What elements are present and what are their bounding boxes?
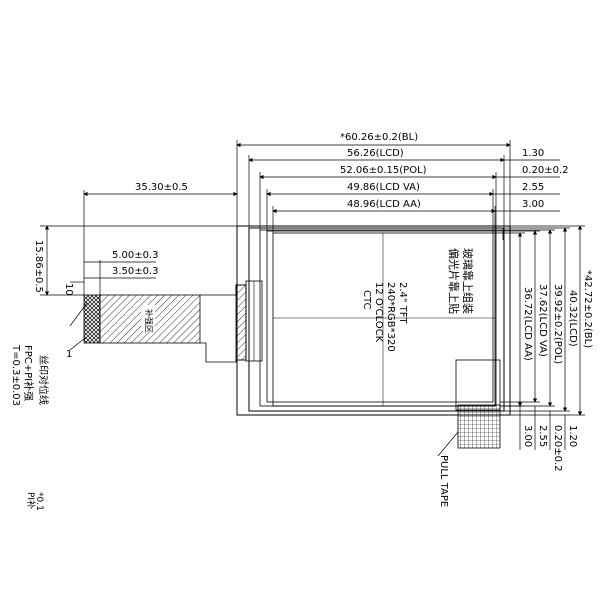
lcd-aa-outline [272,232,496,407]
dim-fpc-end: 10 [63,283,74,296]
dim-va-width: 49.86(LCD VA) [347,182,420,193]
dim-lcd-height: 40.32(LCD) [567,290,578,347]
edge-text-2: PI补 [25,492,37,509]
spec-line-4: CTC [361,290,372,310]
lcd-va-outline [266,230,494,403]
dim-pol-height: 39.92±0.2(POL) [552,284,563,364]
lcd-outline [248,227,505,412]
silk-marker-note: 丝印对位线 [37,355,50,405]
dimension-text-rotated: 15.86±0.5 10 *42.72±0.2(BL) 40.32(LCD) 3… [33,240,593,472]
dim-offset-2: 0.20±0.2 [522,165,569,176]
dim-offset-3: 2.55 [522,182,544,193]
dim-pol-width: 52.06±0.15(POL) [340,165,427,176]
dim-fpc-w1: 5.00±0.3 [112,250,159,261]
dim-va-height: 37.62(LCD VA) [537,284,548,357]
dim-bl-height: *42.72±0.2(BL) [582,270,593,348]
dimension-lines [40,140,585,450]
pin-one-label: 1 [66,349,72,360]
dim-bottom-2: 0.20±0.2 [552,425,563,472]
dim-bottom-1: 1.20 [567,425,578,447]
note-polarizer: 偏光片靠上贴 [447,248,461,314]
dim-offset-4: 3.00 [522,199,544,210]
pull-tape-tab [437,359,501,457]
note-glass: 玻璃靠上组装 [461,248,475,314]
dim-lcd-width: 56.26(LCD) [347,148,404,159]
spec-line-1: 2.4" TFT [397,282,408,324]
dim-fpc-length: 35.30±0.5 [135,182,188,193]
dim-offset-1: 1.30 [522,148,544,159]
edge-text-1: *0.1 [34,492,44,511]
fpc-stiffener-label-box [141,305,155,331]
pull-tape-label: PULL TAPE [438,455,449,507]
stiffener-area-label: 补强区 [144,309,154,333]
dim-fpc-height: 15.86±0.5 [33,240,44,293]
silk-marker-leader [69,302,88,327]
fpc-bend-hatch [235,284,247,361]
fpc-thickness-note: T=0.3±0.03 [10,344,21,406]
dim-aa-height: 36.72(LCD AA) [522,287,533,361]
annotation-labels: 2.4" TFT 240*RGB*320 12 O'CLOCK CTC 玻璃靠上… [10,248,475,511]
spec-line-2: 240*RGB*320 [385,282,396,352]
pull-tape-leader [437,431,459,457]
fpc-cross-hatch-end [83,294,101,344]
dim-bl-width: *60.26±0.2(BL) [340,132,418,143]
dim-bottom-3: 2.55 [537,425,548,447]
fpc-stiffener-note: FPC+PI补强 [22,345,35,401]
display-outline [236,225,511,416]
dim-bottom-4: 3.00 [522,425,533,447]
dimension-text: *60.26±0.2(BL) 56.26(LCD) 52.06±0.15(POL… [112,132,569,277]
dim-fpc-w2: 3.50±0.3 [112,266,159,277]
corner-chamfer [487,227,504,240]
pin-one-leader [69,337,86,351]
pull-tape-grid [457,404,501,449]
spec-line-3: 12 O'CLOCK [373,282,384,343]
dim-aa-width: 48.96(LCD AA) [347,199,421,210]
fpc-assembly [69,280,263,363]
